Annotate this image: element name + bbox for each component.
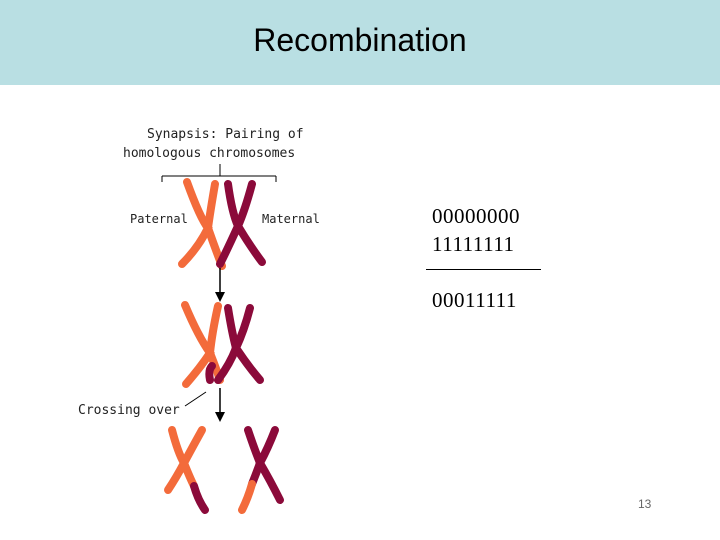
crossing-over-pointer xyxy=(184,391,207,407)
offspring-bitstring: 00011111 xyxy=(432,288,517,312)
parent2-bitstring: 11111111 xyxy=(432,232,515,256)
recombinant-chromosomes xyxy=(164,426,284,514)
pairing-bracket xyxy=(161,164,277,182)
arrow-down-icon xyxy=(215,268,225,302)
synapsis-label-line2: homologous chromosomes xyxy=(123,146,295,161)
paternal-label: Paternal xyxy=(130,212,188,226)
result-divider xyxy=(426,269,541,270)
arrow-down-icon xyxy=(215,388,225,422)
page-number: 13 xyxy=(638,497,652,511)
parent1-bitstring: 00000000 xyxy=(432,204,520,228)
crossing-over-label: Crossing over xyxy=(78,403,180,418)
chromosome-pair-stage1 xyxy=(178,178,266,270)
recombination-diagram: Synapsis: Pairing of homologous chromoso… xyxy=(78,127,320,514)
title-bar xyxy=(0,0,720,85)
chromosome-pair-stage2 xyxy=(181,301,264,388)
maternal-label: Maternal xyxy=(262,212,320,226)
synapsis-label-line1: Synapsis: Pairing of xyxy=(147,127,304,142)
slide-title: Recombination xyxy=(253,22,467,58)
